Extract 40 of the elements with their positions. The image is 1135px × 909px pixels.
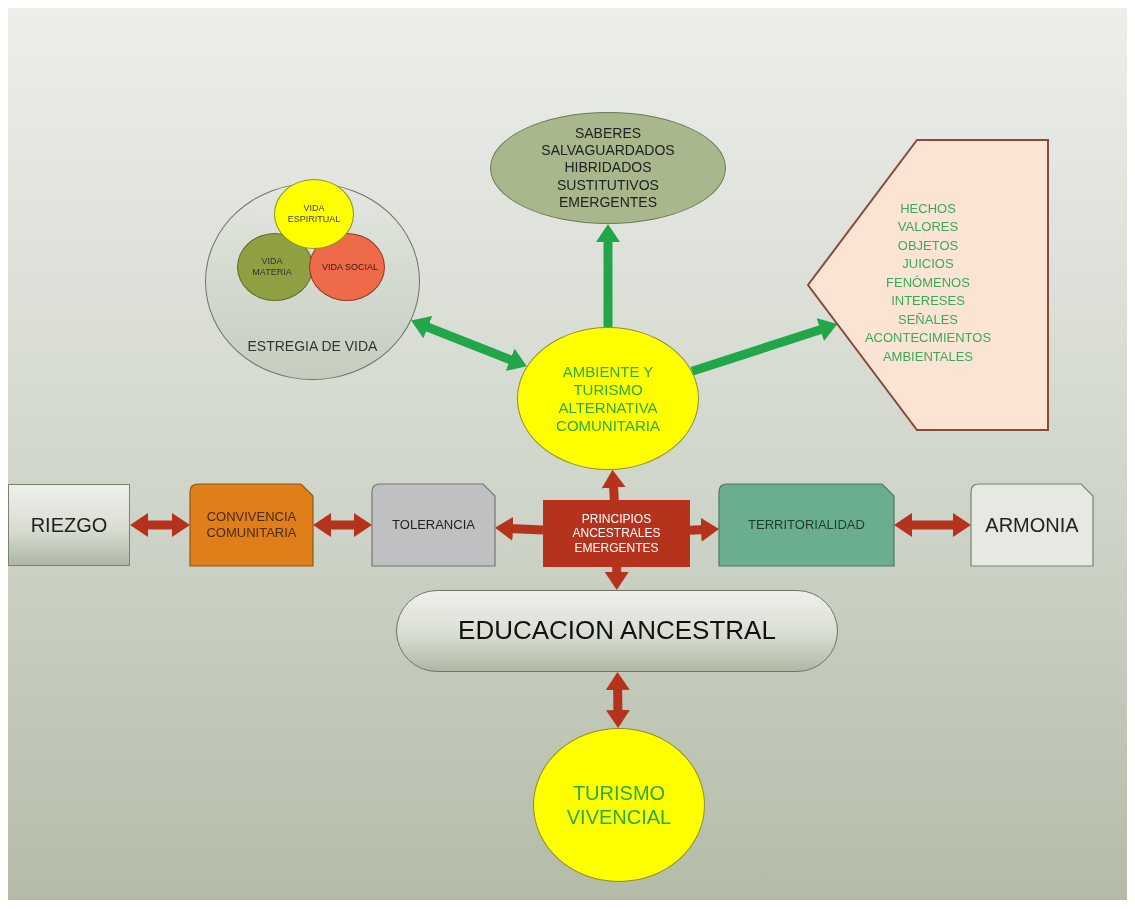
node-label: PRINCIPIOS ANCESTRALES EMERGENTES [571, 511, 662, 556]
node-label: VIDA SOCIAL [321, 261, 379, 273]
node-label: VALORES [897, 218, 959, 237]
node-label: FENÓMENOS [886, 273, 970, 292]
double-arrow [605, 672, 630, 729]
node-label: JUICIOS [902, 255, 954, 274]
concept-box [719, 484, 894, 566]
double-arrow [894, 513, 971, 537]
node-label: SABERES SALVAGUARDADOS HIBRIDADOS SUSTITUTIVOS EMERGENTES [541, 125, 675, 211]
node-label: AMBIENTE Y TURISMO ALTERNATIVA COMUNITARIA [555, 362, 661, 435]
node-label: ACONTECIMIENTOS AMBIENTALES [864, 329, 992, 366]
node-label: VIDA ESPIRITUAL [286, 203, 342, 225]
node-label: ARMONIA [985, 513, 1079, 537]
double-arrow [313, 513, 372, 537]
node-label: ESTREGIA DE VIDA [247, 338, 378, 357]
concept-box [8, 484, 130, 566]
double-arrow [411, 316, 527, 371]
node-label: EDUCACION ANCESTRAL [458, 615, 776, 647]
double-arrow [601, 469, 626, 501]
double-arrow [495, 516, 544, 541]
concept-box [971, 484, 1093, 566]
node-label: INTERESES [891, 292, 965, 311]
principles-box [543, 500, 690, 567]
node-label: TOLERANCIA [392, 517, 475, 533]
double-arrow [690, 318, 838, 376]
node-label: OBJETOS [897, 236, 959, 255]
double-arrow [604, 567, 629, 590]
node-label: TERRITORIALIDAD [748, 517, 865, 533]
node-label: SEÑALES [898, 310, 958, 329]
double-arrow [689, 517, 719, 542]
node-label: RIEZGO [30, 513, 108, 537]
concept-box [190, 484, 313, 566]
concept-box [372, 484, 495, 566]
double-arrow [130, 513, 190, 537]
node-label: HECHOS [900, 200, 956, 218]
double-arrow [596, 224, 620, 327]
node-label: TURISMO VIVENCIAL [565, 781, 673, 829]
pentagon-shape [808, 140, 1048, 430]
node-label: VIDA MATERIA [251, 256, 293, 278]
node-label: CONVIVENCIA COMUNITARIA [205, 509, 298, 541]
